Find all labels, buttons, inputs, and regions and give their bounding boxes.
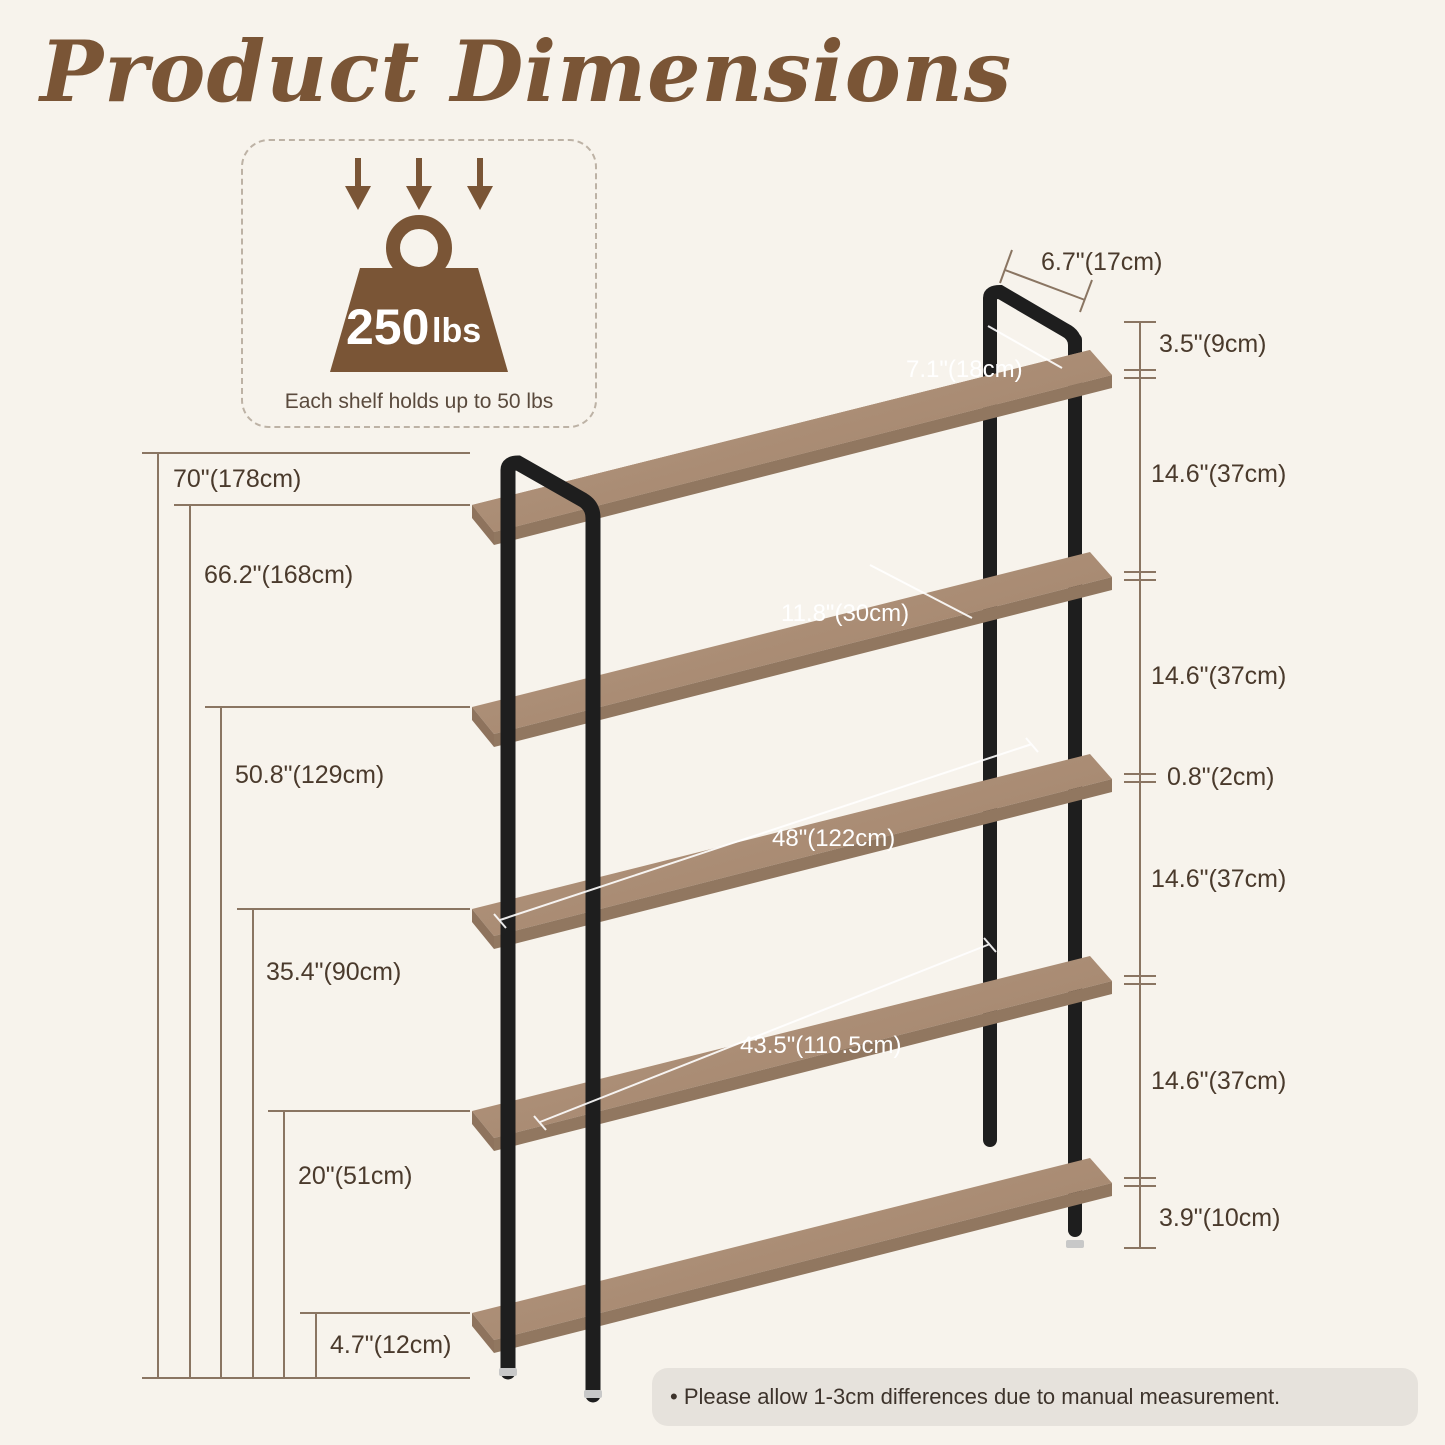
foot-height-label: 3.9"(10cm) <box>1159 1204 1281 1232</box>
gap-4-label: 14.6"(37cm) <box>1151 1067 1287 1095</box>
shelf1-height-label: 4.7"(12cm) <box>330 1331 452 1359</box>
weight-caption: Each shelf holds up to 50 lbs <box>284 390 554 413</box>
shelf-boards <box>472 350 1112 1353</box>
top-pipe-height-label: 3.5"(9cm) <box>1159 330 1267 358</box>
measurement-note: • Please allow 1-3cm differences due to … <box>670 1384 1281 1409</box>
inner-width-label: 43.5"(110.5cm) <box>740 1032 902 1059</box>
weight-icon <box>330 215 508 372</box>
weight-number: 250 <box>346 299 429 355</box>
top-shelf-depth-label: 7.1"(18cm) <box>906 356 1023 383</box>
gap-1-label: 14.6"(37cm) <box>1151 460 1287 488</box>
shelf4-height-label: 50.8"(129cm) <box>235 761 385 789</box>
height-dimension-lines <box>142 452 470 1379</box>
shelf-depth-label: 11.8"(30cm) <box>781 600 910 627</box>
total-height-label: 70"(178cm) <box>173 465 302 493</box>
board-thickness-label: 0.8"(2cm) <box>1167 763 1275 791</box>
shelf5-height-label: 66.2"(168cm) <box>204 561 354 589</box>
shelf-width-label: 48"(122cm) <box>772 825 896 852</box>
gap-3-label: 14.6"(37cm) <box>1151 865 1287 893</box>
arrow-down-icon <box>345 158 493 210</box>
weight-unit: lbs <box>432 312 481 350</box>
shelf3-height-label: 35.4"(90cm) <box>266 958 402 986</box>
page-title: Product Dimensions <box>40 22 1013 121</box>
weight-capacity-badge <box>241 139 597 428</box>
measurement-note-box <box>652 1368 1418 1426</box>
gap-2-label: 14.6"(37cm) <box>1151 662 1287 690</box>
shelf2-height-label: 20"(51cm) <box>298 1162 413 1190</box>
gap-dimension-lines <box>1124 321 1156 1249</box>
top-pipe-depth-label: 6.7"(17cm) <box>1041 248 1163 276</box>
